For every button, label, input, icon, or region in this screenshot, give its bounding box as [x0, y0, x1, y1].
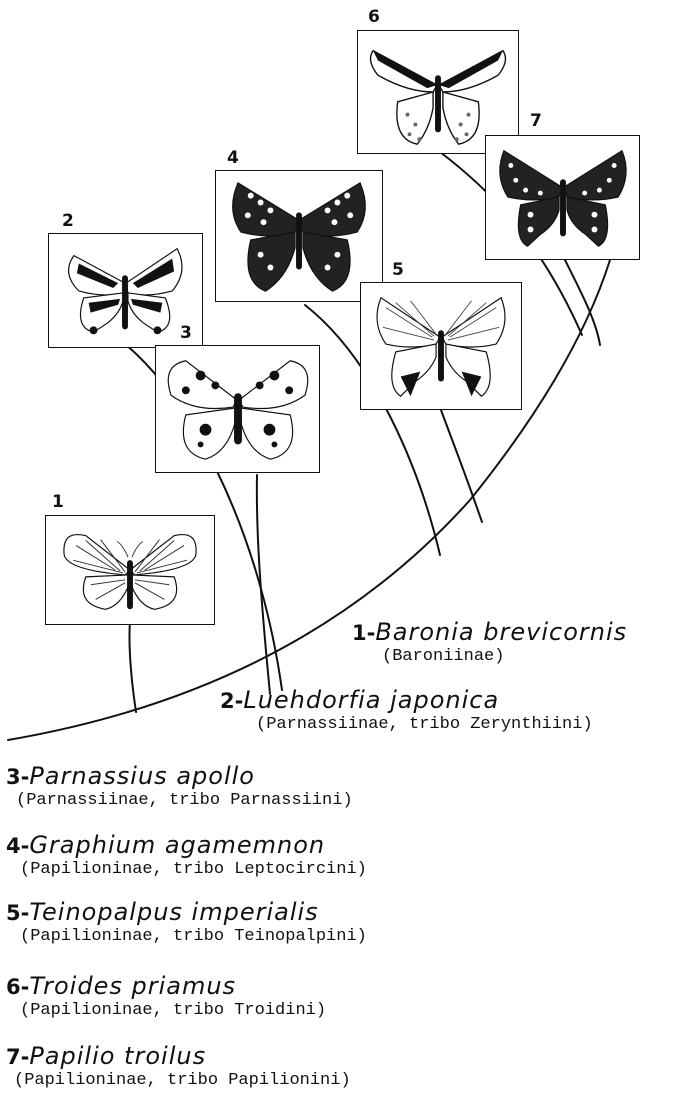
butterfly-baronia-icon	[46, 516, 214, 624]
legend-entry-3: 3-Parnassius apollo (Parnassiinae, tribo…	[6, 762, 353, 811]
species-name: Troides priamus	[29, 972, 236, 1000]
specimen-number-2: 2	[62, 213, 74, 230]
specimen-frame-3	[155, 345, 320, 473]
butterfly-parnassius-icon	[156, 346, 319, 472]
butterfly-graphium-icon	[216, 171, 382, 301]
legend-prefix: 4-	[6, 834, 29, 858]
specimen-number-5: 5	[392, 262, 404, 279]
legend-prefix: 6-	[6, 975, 29, 999]
species-name: Parnassius apollo	[29, 762, 255, 790]
legend-prefix: 5-	[6, 901, 29, 925]
species-name: Graphium agamemnon	[29, 831, 325, 859]
legend-prefix: 7-	[6, 1045, 29, 1069]
specimen-number-6: 6	[368, 9, 380, 26]
species-group: (Baroniinae)	[382, 647, 627, 667]
species-group: (Parnassiinae, tribo Zerynthiini)	[256, 715, 593, 735]
specimen-number-4: 4	[227, 150, 239, 167]
specimen-frame-5	[360, 282, 522, 410]
species-name: Teinopalpus imperialis	[29, 898, 318, 926]
species-group: (Papilioninae, tribo Leptocircini)	[20, 860, 367, 880]
branch-1	[129, 620, 136, 712]
species-group: (Papilioninae, tribo Teinopalpini)	[20, 927, 367, 947]
species-name: Luehdorfia japonica	[243, 686, 499, 714]
legend-entry-5: 5-Teinopalpus imperialis (Papilioninae, …	[6, 898, 367, 947]
legend-prefix: 1-	[352, 621, 375, 645]
species-name: Baronia brevicornis	[375, 618, 627, 646]
butterfly-papilio-icon	[486, 136, 639, 259]
specimen-number-7: 7	[530, 113, 542, 130]
legend-entry-4: 4-Graphium agamemnon (Papilioninae, trib…	[6, 831, 367, 880]
specimen-frame-7	[485, 135, 640, 260]
specimen-number-3: 3	[180, 325, 192, 342]
legend-entry-2: 2-Luehdorfia japonica (Parnassiinae, tri…	[220, 686, 593, 735]
legend-prefix: 3-	[6, 765, 29, 789]
legend-entry-6: 6-Troides priamus (Papilioninae, tribo T…	[6, 972, 326, 1021]
specimen-frame-1	[45, 515, 215, 625]
specimen-frame-4	[215, 170, 383, 302]
specimen-number-1: 1	[52, 494, 64, 511]
legend-prefix: 2-	[220, 689, 243, 713]
legend-entry-7: 7-Papilio troilus (Papilioninae, tribo P…	[6, 1042, 351, 1091]
species-group: (Parnassiinae, tribo Parnassiini)	[16, 791, 353, 811]
butterfly-teinopalpus-icon	[361, 283, 521, 409]
legend-entry-1: 1-Baronia brevicornis (Baroniinae)	[352, 618, 627, 667]
branch-5	[441, 410, 482, 522]
species-group: (Papilioninae, tribo Papilionini)	[14, 1071, 351, 1091]
species-group: (Papilioninae, tribo Troidini)	[20, 1001, 326, 1021]
species-name: Papilio troilus	[29, 1042, 206, 1070]
